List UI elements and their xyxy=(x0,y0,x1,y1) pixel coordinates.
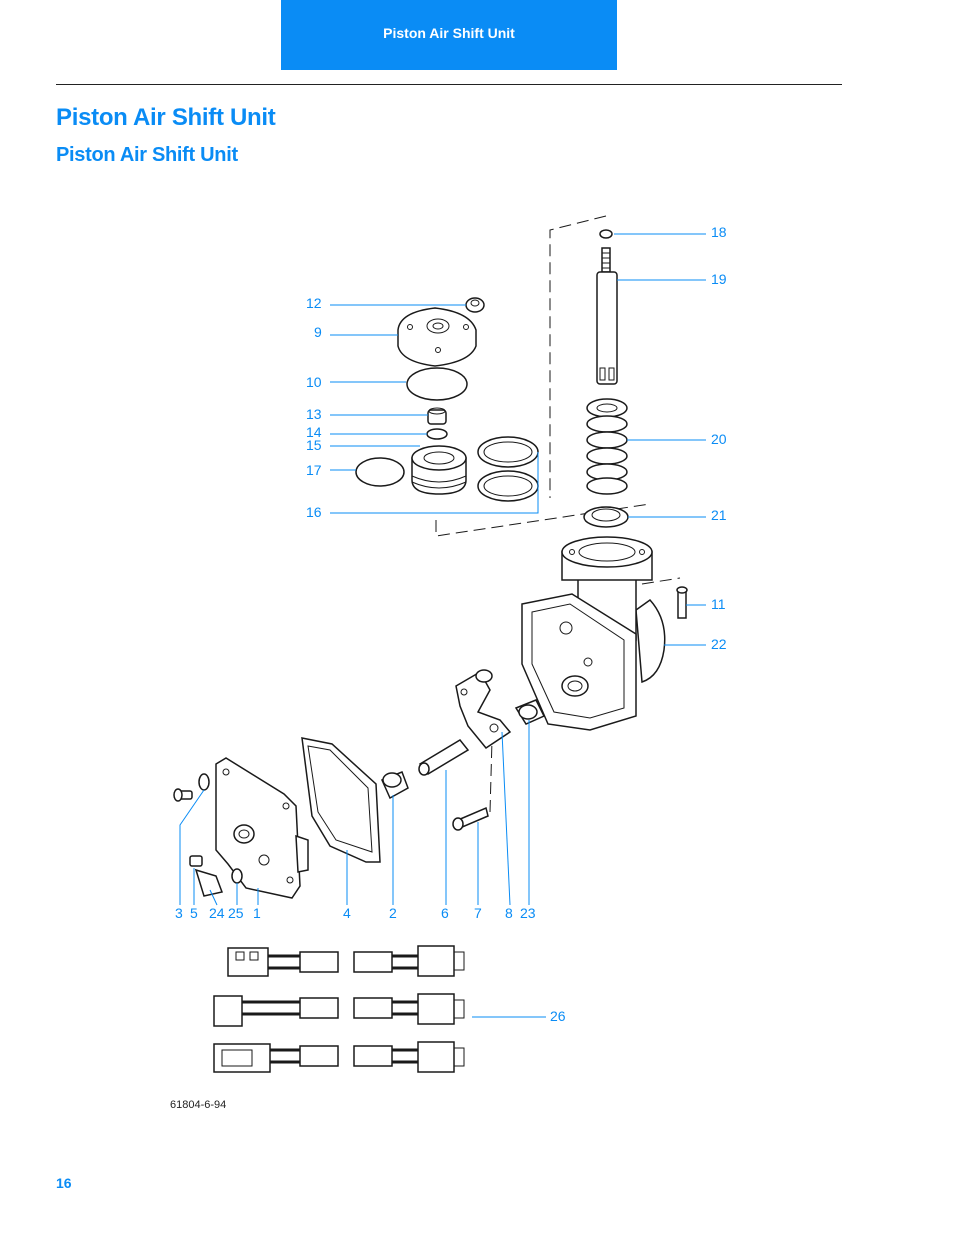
header-rule xyxy=(56,84,842,85)
callout-6: 6 xyxy=(441,905,449,921)
section-tab: Piston Air Shift Unit xyxy=(281,0,617,70)
part-12-nut xyxy=(465,297,485,313)
part-16-split-rings xyxy=(477,436,539,502)
page-title: Piston Air Shift Unit xyxy=(56,104,276,131)
callout-4: 4 xyxy=(343,905,351,921)
part-17-o-ring xyxy=(355,457,405,487)
callout-13: 13 xyxy=(306,406,322,422)
part-10-o-ring xyxy=(406,367,468,401)
part-21-seal xyxy=(583,506,629,528)
part-14-washer xyxy=(426,428,448,440)
part-22-housing xyxy=(521,536,666,731)
part-2-bushing xyxy=(380,771,409,800)
part-20-spring xyxy=(586,398,628,495)
part-8-lever xyxy=(455,669,512,750)
callout-23: 23 xyxy=(520,905,536,921)
callout-25: 25 xyxy=(228,905,244,921)
part-4-gasket xyxy=(301,737,381,863)
bolt-guide-line xyxy=(641,577,681,585)
part-5-washer xyxy=(198,773,210,791)
part-19-shaft xyxy=(596,247,618,385)
part-1-cover xyxy=(215,757,309,899)
callout-7: 7 xyxy=(474,905,482,921)
callout-16: 16 xyxy=(306,504,322,520)
part-23-bushing xyxy=(514,699,546,725)
part-7-bolt xyxy=(452,806,489,831)
callout-26: 26 xyxy=(550,1008,566,1024)
callout-18: 18 xyxy=(711,224,727,240)
assembly-bracket-lower xyxy=(435,503,651,537)
part-26-cable-top xyxy=(227,945,465,977)
part-3-bolt xyxy=(173,788,193,802)
part-18-ring xyxy=(599,229,613,239)
part-6-pin xyxy=(418,739,470,776)
callout-3: 3 xyxy=(175,905,183,921)
callout-9: 9 xyxy=(314,324,322,340)
callout-20: 20 xyxy=(711,431,727,447)
callout-21: 21 xyxy=(711,507,727,523)
part-24-switch xyxy=(189,855,224,897)
part-26-cable-middle xyxy=(213,993,465,1027)
part-11-bolt xyxy=(676,586,688,619)
callout-5: 5 xyxy=(190,905,198,921)
page-number: 16 xyxy=(56,1175,72,1191)
part-15-piston xyxy=(411,445,467,495)
callout-19: 19 xyxy=(711,271,727,287)
callout-11: 11 xyxy=(711,596,726,612)
figure-id: 61804-6-94 xyxy=(170,1099,226,1111)
part-25-washer xyxy=(231,868,243,884)
callout-8: 8 xyxy=(505,905,513,921)
callout-24: 24 xyxy=(209,905,225,921)
assembly-bracket xyxy=(549,215,607,498)
leader-lines xyxy=(179,233,706,1018)
callout-15: 15 xyxy=(306,437,322,453)
callout-14: 14 xyxy=(306,424,322,440)
part-13-nut xyxy=(427,407,447,425)
part-9-cover-plate xyxy=(397,307,477,367)
callout-2: 2 xyxy=(389,905,397,921)
callout-1: 1 xyxy=(253,905,261,921)
part-26-cable-bottom xyxy=(213,1041,465,1073)
callout-17: 17 xyxy=(306,462,322,478)
bolt-7-guide xyxy=(489,739,493,813)
callout-10: 10 xyxy=(306,374,322,390)
page-subtitle: Piston Air Shift Unit xyxy=(56,144,238,166)
callout-22: 22 xyxy=(711,636,727,652)
callout-12: 12 xyxy=(306,295,322,311)
